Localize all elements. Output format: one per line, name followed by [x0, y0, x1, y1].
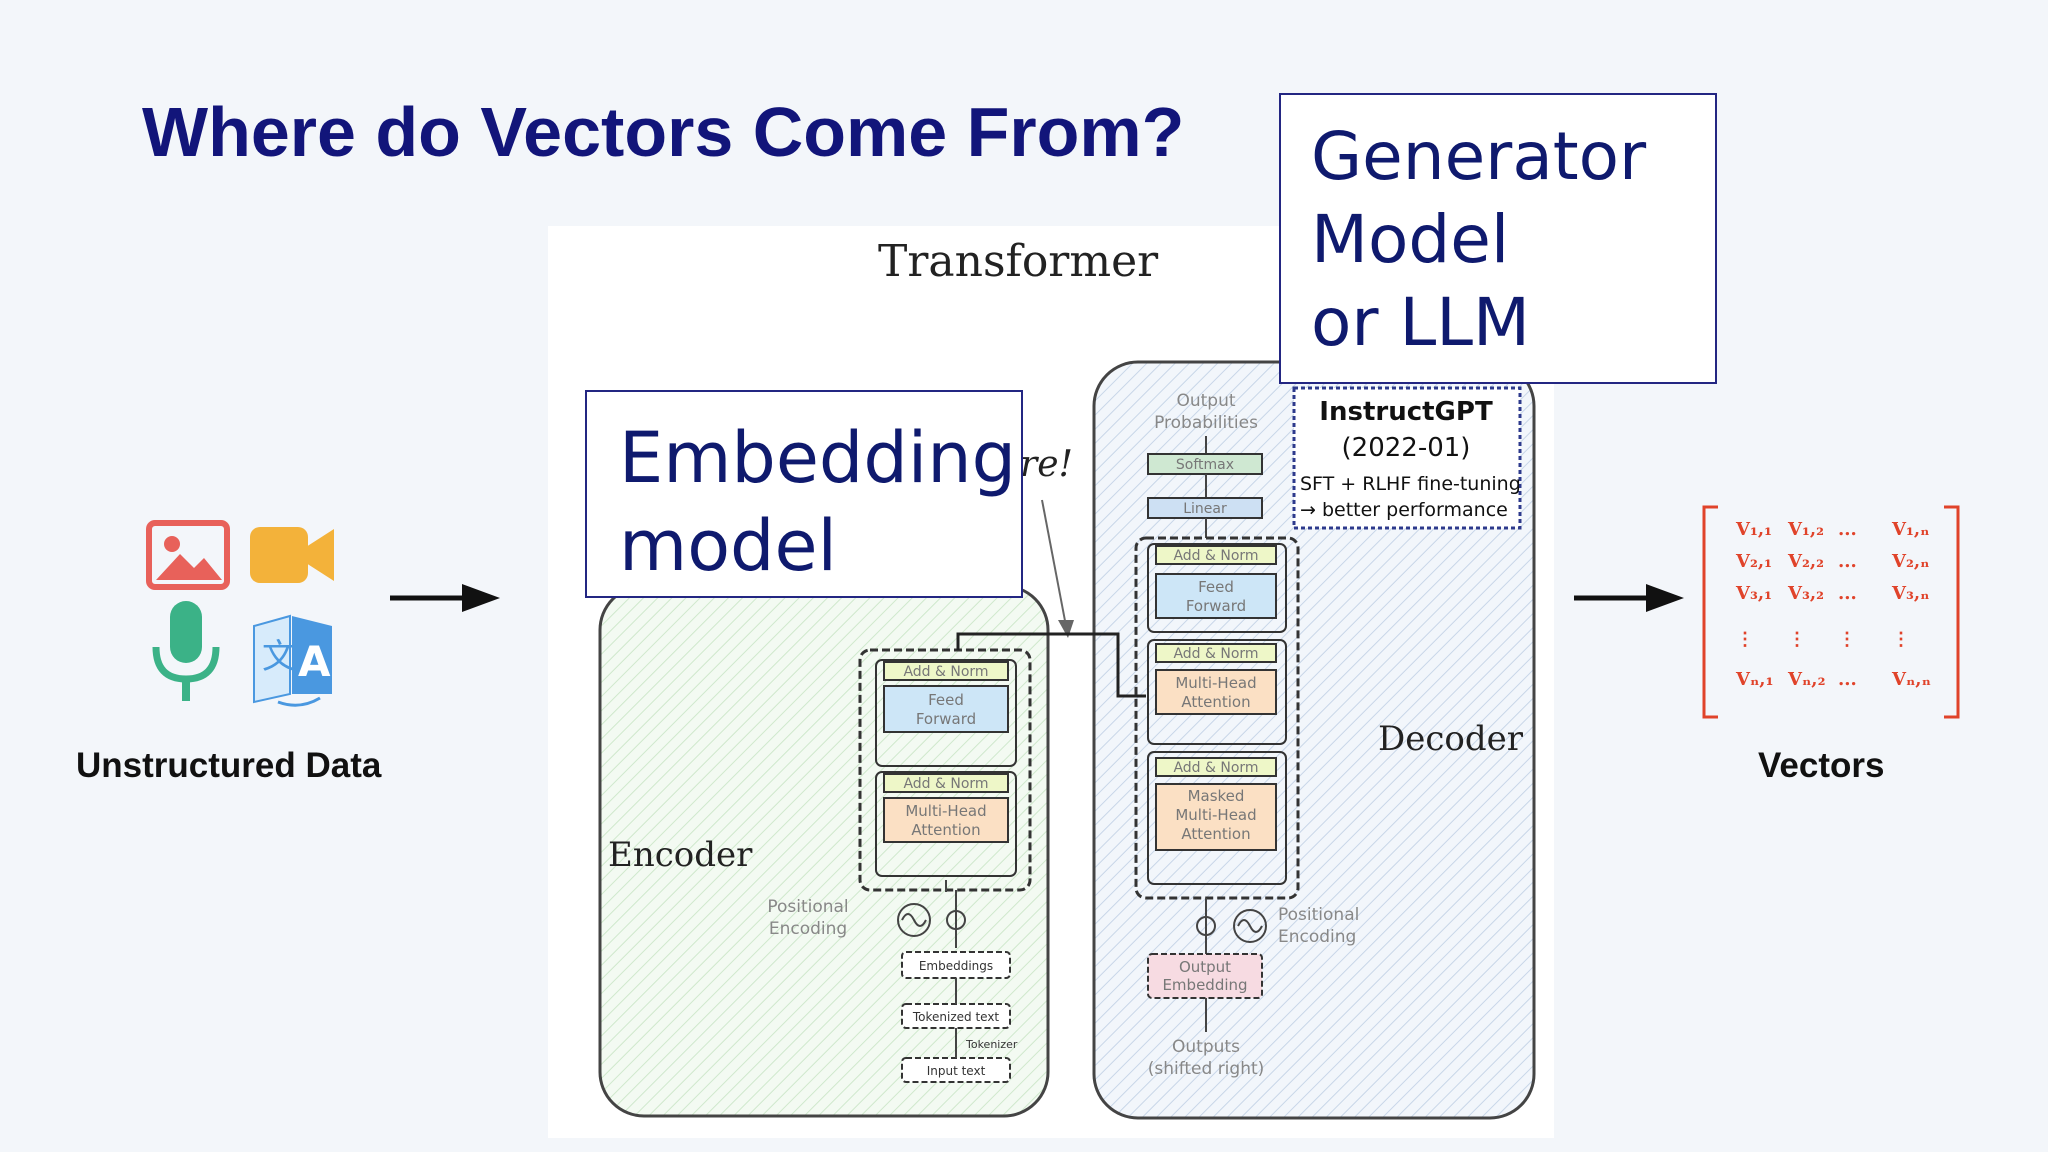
svg-text:→ better performance: → better performance: [1300, 499, 1508, 521]
svg-text:Output: Output: [1176, 391, 1235, 411]
svg-text:Tokenizer: Tokenizer: [965, 1038, 1018, 1051]
svg-text:SFT + RLHF fine-tuning: SFT + RLHF fine-tuning: [1300, 473, 1521, 495]
svg-text:Attention: Attention: [1181, 825, 1250, 843]
matrix-cell: V₃,₂: [1788, 583, 1824, 604]
matrix-cell: ⋮: [1892, 629, 1910, 650]
matrix-cell: ⋮: [1736, 629, 1754, 650]
matrix-left-bracket: [1702, 505, 1718, 719]
svg-text:文: 文: [262, 637, 296, 677]
matrix-right-bracket: [1944, 505, 1960, 719]
svg-text:Positional: Positional: [1278, 905, 1359, 925]
encoder-label: Encoder: [608, 835, 753, 875]
svg-text:InstructGPT: InstructGPT: [1319, 397, 1493, 427]
matrix-cell: Vₙ,₂: [1788, 669, 1826, 690]
svg-text:Forward: Forward: [1186, 597, 1246, 615]
matrix-cell: Vₙ,₁: [1736, 669, 1774, 690]
vectors-label: Vectors: [1758, 746, 1885, 785]
matrix-cell: ...: [1838, 583, 1857, 604]
embedding-model-box: Embedding model: [585, 390, 1023, 598]
svg-text:Embedding: Embedding: [1162, 976, 1247, 994]
svg-text:Attention: Attention: [1181, 693, 1250, 711]
matrix-cell: ...: [1838, 551, 1857, 572]
matrix-cell: V₂,₂: [1788, 551, 1824, 572]
matrix-cell: V₁,₂: [1788, 519, 1824, 540]
svg-text:Forward: Forward: [916, 710, 976, 728]
transformer-title: Transformer: [878, 236, 1159, 287]
svg-text:Encoding: Encoding: [769, 919, 847, 939]
svg-text:Softmax: Softmax: [1176, 457, 1234, 473]
svg-text:Add & Norm: Add & Norm: [903, 664, 988, 680]
encoder-add-norm: [883, 661, 1009, 681]
video-camera-icon: [250, 527, 334, 583]
microphone-icon: [152, 601, 220, 701]
svg-text:Probabilities: Probabilities: [1154, 413, 1258, 433]
svg-text:Embeddings: Embeddings: [919, 959, 993, 973]
instructgpt-box: [1292, 386, 1522, 530]
matrix-cell: ...: [1838, 669, 1857, 690]
svg-text:Feed: Feed: [1198, 578, 1234, 596]
matrix-cell: V₁,₁: [1736, 519, 1772, 540]
svg-text:(2022-01): (2022-01): [1342, 433, 1471, 463]
matrix-cell: ...: [1838, 519, 1857, 540]
matrix-cell: Vₙ,ₙ: [1892, 669, 1931, 690]
svg-text:Input text: Input text: [927, 1064, 986, 1078]
matrix-cell: V₁,ₙ: [1892, 519, 1930, 540]
svg-text:Multi-Head: Multi-Head: [905, 802, 986, 820]
svg-text:Positional: Positional: [767, 897, 848, 917]
svg-text:Add & Norm: Add & Norm: [1173, 646, 1258, 662]
image-icon: [146, 520, 230, 590]
svg-text:Tokenized text: Tokenized text: [912, 1010, 1000, 1024]
svg-text:Add & Norm: Add & Norm: [1173, 548, 1258, 564]
svg-text:Multi-Head: Multi-Head: [1175, 806, 1256, 824]
decoder-label: Decoder: [1378, 719, 1524, 759]
svg-text:Masked: Masked: [1188, 787, 1245, 805]
svg-text:Attention: Attention: [911, 821, 980, 839]
output-arrow: [1574, 584, 1684, 612]
svg-text:(shifted right): (shifted right): [1148, 1059, 1265, 1079]
encoder-attention: [883, 797, 1009, 843]
slide-title: Where do Vectors Come From?: [142, 93, 1185, 171]
svg-text:Linear: Linear: [1183, 501, 1227, 517]
translate-icon: 文 A: [253, 614, 332, 707]
svg-text:Feed: Feed: [928, 691, 964, 709]
matrix-cell: ⋮: [1788, 629, 1806, 650]
encoder-add-norm-2: [883, 773, 1009, 793]
svg-text:Encoding: Encoding: [1278, 927, 1356, 947]
input-arrow: [390, 584, 500, 612]
svg-text:Output: Output: [1179, 958, 1231, 976]
svg-text:A: A: [298, 637, 331, 686]
svg-text:Multi-Head: Multi-Head: [1175, 674, 1256, 692]
matrix-cell: V₃,ₙ: [1892, 583, 1930, 604]
generator-model-box: Generator Model or LLM: [1279, 93, 1717, 384]
encoder-block: [858, 648, 1032, 892]
matrix-cell: V₃,₁: [1736, 583, 1772, 604]
annotation-text: re!: [1020, 444, 1073, 485]
annotation-pointer: [1041, 499, 1067, 627]
svg-text:Add & Norm: Add & Norm: [1173, 760, 1258, 776]
svg-text:Outputs: Outputs: [1172, 1037, 1240, 1057]
matrix-cell: ⋮: [1838, 629, 1856, 650]
unstructured-data-label: Unstructured Data: [76, 746, 382, 785]
matrix-cell: V₂,₁: [1736, 551, 1772, 572]
decoder-block: [1134, 536, 1300, 900]
encoder-feed-forward: [883, 685, 1009, 733]
matrix-cell: V₂,ₙ: [1892, 551, 1930, 572]
svg-text:Add & Norm: Add & Norm: [903, 776, 988, 792]
